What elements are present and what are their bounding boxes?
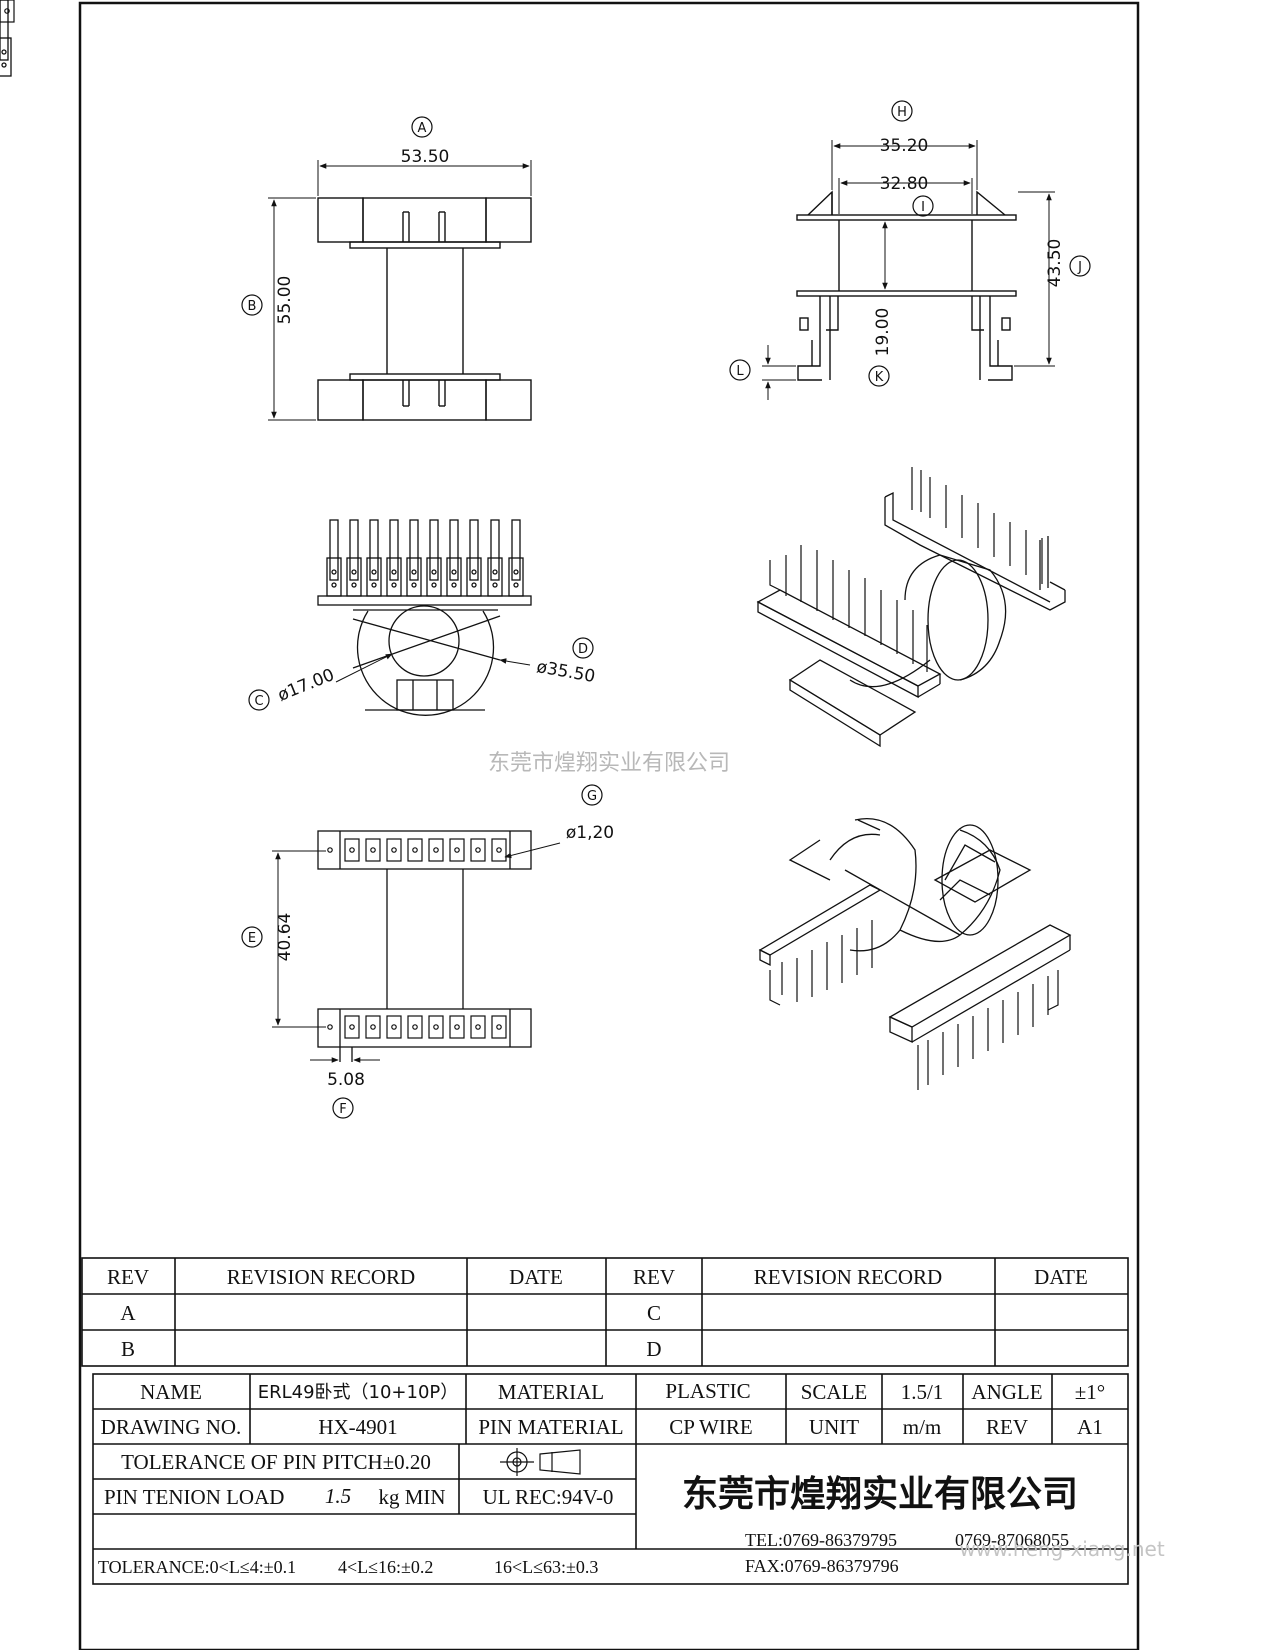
revision-record-header-left: REVISION RECORD	[227, 1265, 415, 1289]
drawing-no-value: HX-4901	[318, 1415, 397, 1439]
telephone-2: 0769-87068055	[955, 1530, 1069, 1550]
marker-e: E	[248, 931, 256, 946]
pin-material-value: CP WIRE	[669, 1415, 752, 1439]
scale-value: 1.5/1	[901, 1380, 944, 1404]
dimension-markers	[241, 100, 1091, 1119]
unit-label: UNIT	[809, 1415, 859, 1439]
marker-c: C	[254, 694, 263, 709]
pin-tension-label: PIN TENION LOAD	[104, 1485, 284, 1509]
marker-k: K	[875, 370, 884, 385]
dimension-j-value: 43.50	[1045, 239, 1065, 288]
marker-f: F	[339, 1102, 346, 1117]
rev-b: B	[121, 1337, 135, 1361]
telephone: TEL:0769-86379795	[745, 1530, 897, 1550]
dimension-c-value: ø17.00	[275, 665, 337, 706]
ul-rec: UL REC:94V-0	[483, 1485, 614, 1509]
angle-label: ANGLE	[971, 1380, 1042, 1404]
pin-pitch-tolerance: TOLERANCE OF PIN PITCH±0.20	[121, 1450, 431, 1474]
name-value: ERL49卧式（10+10P）	[258, 1382, 459, 1403]
rev-label: REV	[986, 1415, 1028, 1439]
isometric-view-bottom	[758, 818, 1072, 1044]
fax: FAX:0769-86379796	[745, 1556, 899, 1576]
dimension-lines-top-view	[268, 160, 532, 421]
marker-g: G	[587, 789, 597, 804]
pin-row-front	[0, 0, 12, 77]
revision-table	[81, 1257, 1129, 1367]
name-label: NAME	[140, 1380, 202, 1404]
projection-symbol-icon	[500, 1448, 581, 1476]
marker-h: H	[897, 105, 907, 120]
rev-value: A1	[1077, 1415, 1103, 1439]
dimension-a-value: 53.50	[401, 147, 450, 167]
dimension-lines-bottom-view	[272, 842, 561, 1063]
isometric-pins-bottom	[769, 920, 1059, 1090]
dimension-lines-side-view	[762, 140, 1055, 400]
marker-l: L	[736, 364, 744, 379]
top-view	[317, 197, 532, 421]
drawing-no-label: DRAWING NO.	[101, 1415, 242, 1439]
dimension-g-value: ø1,20	[566, 823, 614, 843]
pin-pads-bottom-view	[0, 0, 507, 1039]
rev-header-left: REV	[107, 1265, 149, 1289]
front-view	[0, 0, 532, 716]
dimension-f-value: 5.08	[327, 1070, 365, 1090]
tolerance-range-2: 4<L≤16:±0.2	[338, 1557, 433, 1577]
bottom-view	[317, 830, 532, 1062]
dimension-h-value: 35.20	[880, 136, 929, 156]
tolerance-range-3: 16<L≤63:±0.3	[494, 1557, 598, 1577]
unit-value: m/m	[903, 1415, 942, 1439]
marker-d: D	[578, 642, 588, 657]
revision-record-header-right: REVISION RECORD	[754, 1265, 942, 1289]
material-value: PLASTIC	[665, 1379, 750, 1403]
scale-label: SCALE	[801, 1380, 868, 1404]
marker-b: B	[248, 299, 257, 314]
angle-value: ±1°	[1075, 1380, 1105, 1404]
rev-a: A	[120, 1301, 136, 1325]
dimension-i-value: 32.80	[880, 174, 929, 194]
date-header-left: DATE	[509, 1265, 563, 1289]
marker-j: J	[1077, 260, 1082, 275]
watermark-website: www.heng-xiang.net	[959, 1537, 1165, 1561]
watermark-company: 东莞市煌翔实业有限公司	[488, 751, 730, 776]
drawing-frame	[78, 1, 1140, 1650]
marker-i: I	[921, 200, 925, 215]
marker-a: A	[418, 121, 427, 136]
dimension-e-value: 40.64	[275, 913, 295, 962]
rev-c: C	[647, 1301, 661, 1325]
dimension-b-value: 55.00	[275, 276, 295, 325]
title-block	[92, 1373, 1129, 1585]
material-label: MATERIAL	[498, 1380, 604, 1404]
pin-material-label: PIN MATERIAL	[478, 1415, 623, 1439]
pin-tension-value: 1.5	[325, 1484, 351, 1508]
dimension-lines-front-view	[335, 653, 531, 683]
pin-tension-unit: kg MIN	[378, 1485, 445, 1509]
isometric-pins-top	[769, 467, 1043, 672]
rev-d: D	[646, 1337, 661, 1361]
isometric-view-top	[756, 491, 1066, 748]
dimension-k-value: 19.00	[873, 308, 893, 357]
side-view	[796, 190, 1017, 381]
tolerance-range-1: TOLERANCE:0<L≤4:±0.1	[98, 1557, 296, 1577]
date-header-right: DATE	[1034, 1265, 1088, 1289]
dimension-d-value: ø35.50	[535, 657, 597, 687]
rev-header-right: REV	[633, 1265, 675, 1289]
company-name: 东莞市煌翔实业有限公司	[682, 1474, 1078, 1515]
